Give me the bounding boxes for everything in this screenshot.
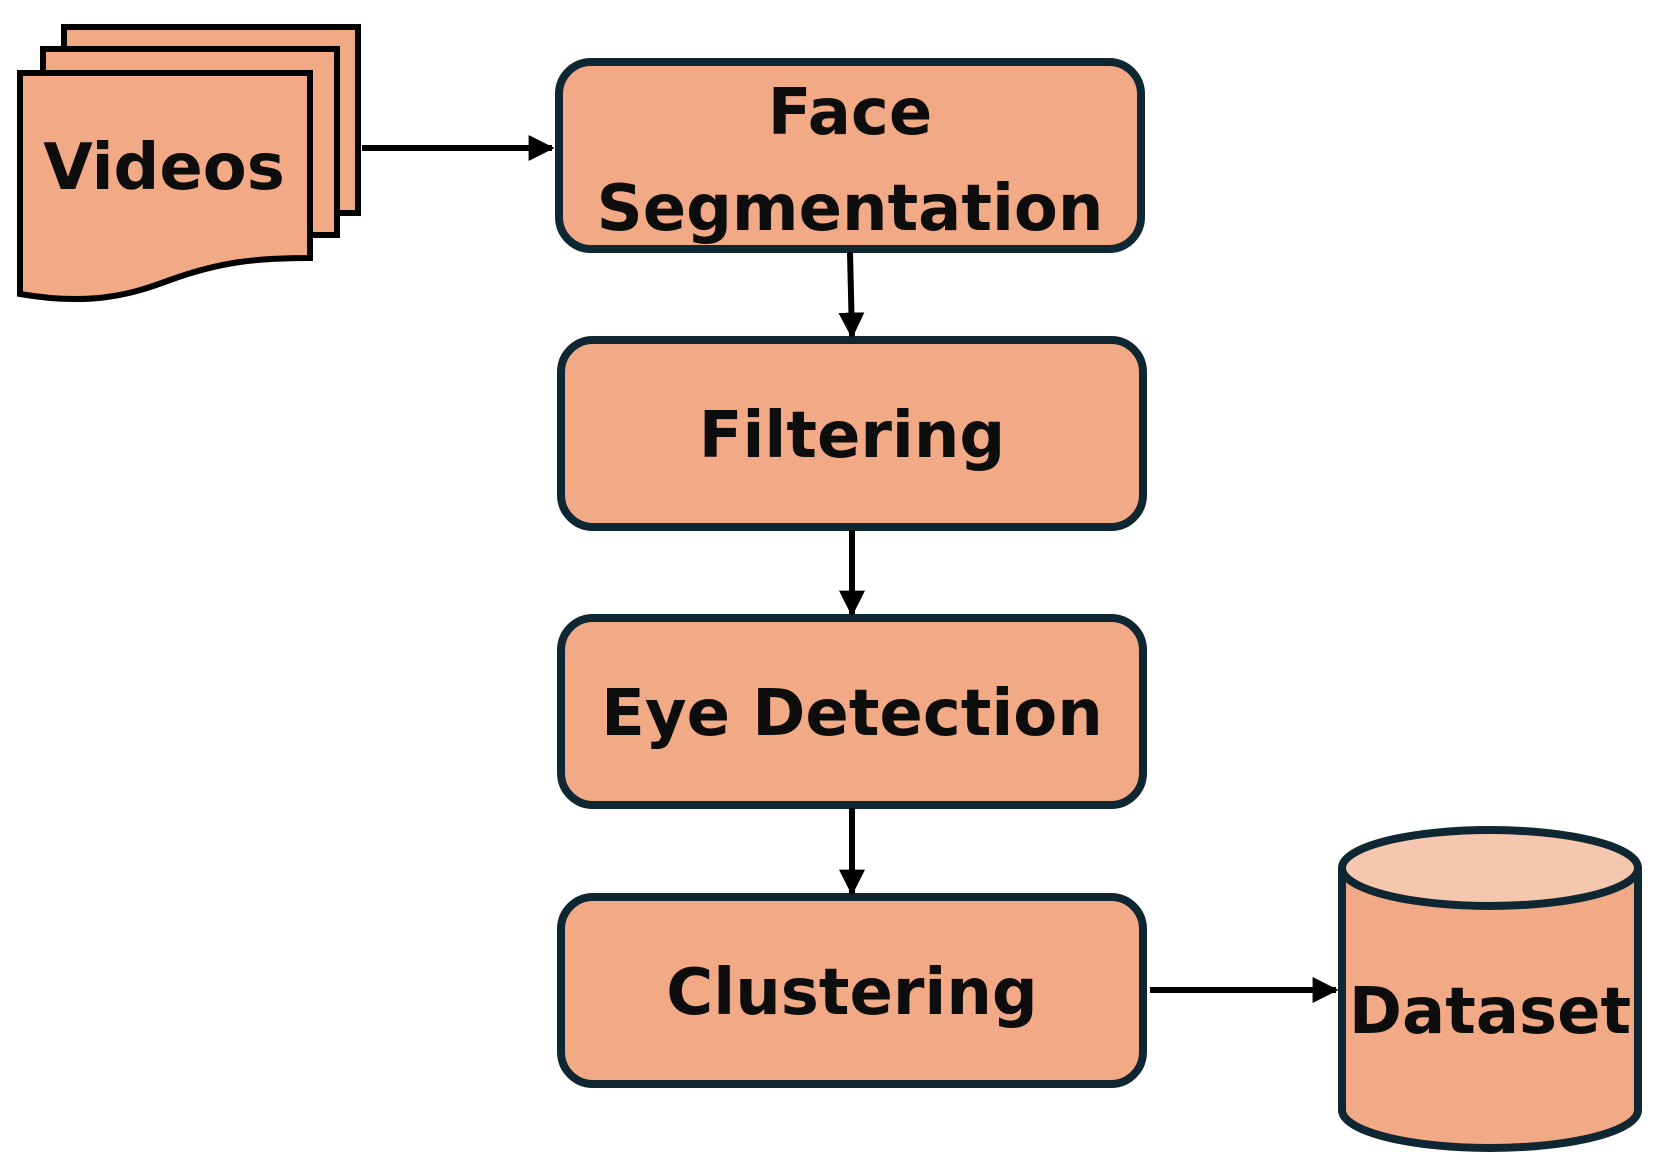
face-segmentation-step: Face Segmentation <box>555 58 1145 253</box>
face-segmentation-label-line1: Face <box>768 76 933 150</box>
eye-detection-label: Eye Detection <box>601 677 1103 751</box>
face-segmentation-box <box>555 58 1145 253</box>
dataset-label: Dataset <box>1349 975 1631 1049</box>
dataset-node: Dataset <box>1338 826 1642 1152</box>
arrow-face-segmentation-to-filtering <box>838 251 865 339</box>
eye-detection-step: Eye Detection <box>557 614 1147 809</box>
eye-detection-box <box>557 614 1147 809</box>
filtering-step: Filtering <box>557 336 1147 531</box>
dataset-cylinder-top <box>1338 826 1642 910</box>
clustering-box <box>557 893 1147 1088</box>
clustering-label: Clustering <box>666 956 1037 1030</box>
videos-front-page <box>17 70 313 303</box>
face-segmentation-label-line2: Segmentation <box>597 172 1104 246</box>
videos-node: Videos <box>17 24 361 303</box>
filtering-label: Filtering <box>699 399 1005 473</box>
dataset-cylinder-body <box>1338 864 1642 1152</box>
filtering-box <box>557 336 1147 531</box>
clustering-step: Clustering <box>557 893 1147 1088</box>
videos-label: Videos <box>43 131 285 205</box>
